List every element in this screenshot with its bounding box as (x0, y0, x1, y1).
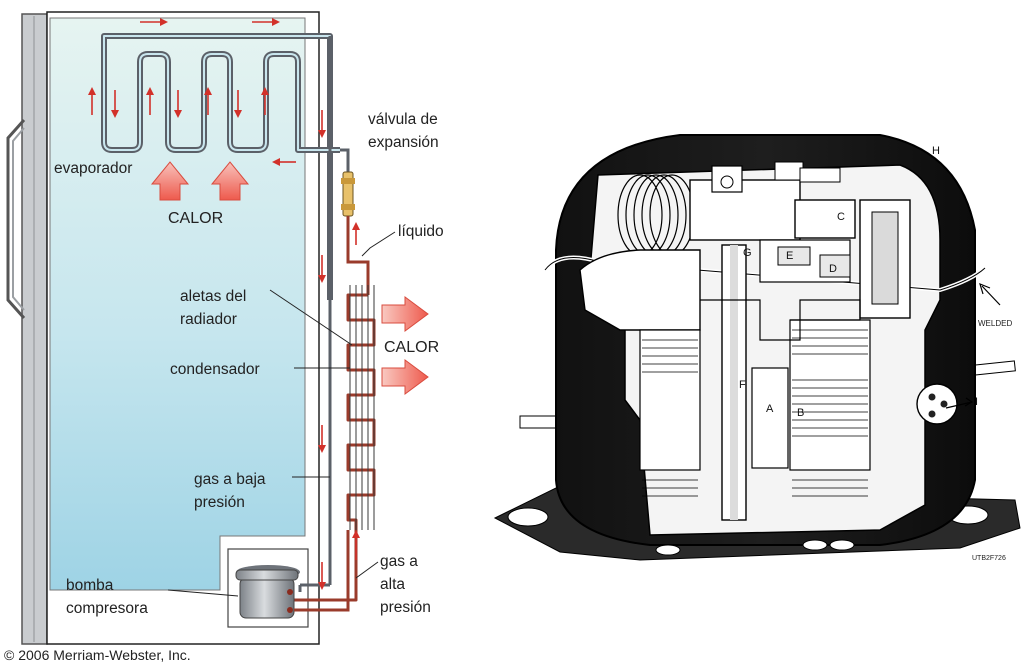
letter-h: H (932, 145, 940, 157)
door-handle (6, 119, 26, 319)
leader-liquid (361, 231, 396, 257)
letter-f: F (739, 379, 746, 391)
flow-arrows (88, 18, 360, 590)
radiator-fins (349, 285, 375, 530)
rotor (751, 367, 789, 469)
compressor-cutaway: A B C D E F G H I WELDED UTB2F726 (493, 134, 1021, 562)
drawing-code: UTB2F726 (972, 555, 1006, 562)
high-pressure-line (294, 530, 350, 612)
motor-windings (639, 319, 871, 497)
copyright-text: © 2006 Merriam-Webster, Inc. (4, 647, 191, 663)
label-low-gas-line2: presión (194, 494, 245, 511)
label-valve-line2: expansión (368, 134, 439, 151)
label-liquid: líquido (398, 223, 444, 240)
label-high-gas-line2: alta (380, 576, 405, 593)
refrigerator-diagram: evaporador CALOR válvula de expansión lí… (4, 11, 444, 663)
leader-fins (269, 289, 353, 346)
label-low-gas-line1: gas a baja (194, 471, 266, 488)
label-condenser: condensador (170, 361, 260, 378)
liquid-line (346, 216, 370, 295)
compressor-pump (235, 565, 300, 619)
label-fins-line2: radiador (180, 311, 237, 328)
letter-c: C (837, 211, 845, 223)
letter-i: I (975, 396, 978, 408)
fridge-interior (49, 17, 306, 591)
label-heat-right: CALOR (384, 339, 439, 356)
label-compressor-line1: bomba (66, 577, 114, 594)
letter-d: D (829, 263, 837, 275)
expansion-valve (341, 171, 355, 217)
label-valve-line1: válvula de (368, 111, 438, 128)
label-welded: WELDED (978, 319, 1012, 328)
leader-compressor (167, 589, 239, 597)
label-evaporator: evaporador (54, 160, 132, 177)
heat-arrows-evaporator (150, 161, 250, 201)
letter-e: E (786, 250, 793, 262)
label-high-gas-line1: gas a (380, 553, 418, 570)
label-high-gas-line3: presión (380, 599, 431, 616)
heat-arrows-condenser (381, 296, 429, 395)
letter-g: G (743, 247, 752, 259)
leader-high-gas (355, 561, 379, 579)
label-compressor-line2: compresora (66, 600, 148, 617)
letter-a: A (766, 403, 774, 415)
label-fins-line1: aletas del (180, 288, 246, 305)
electrical-terminal (916, 383, 974, 425)
letter-b: B (797, 407, 804, 419)
label-heat-top: CALOR (168, 210, 223, 227)
